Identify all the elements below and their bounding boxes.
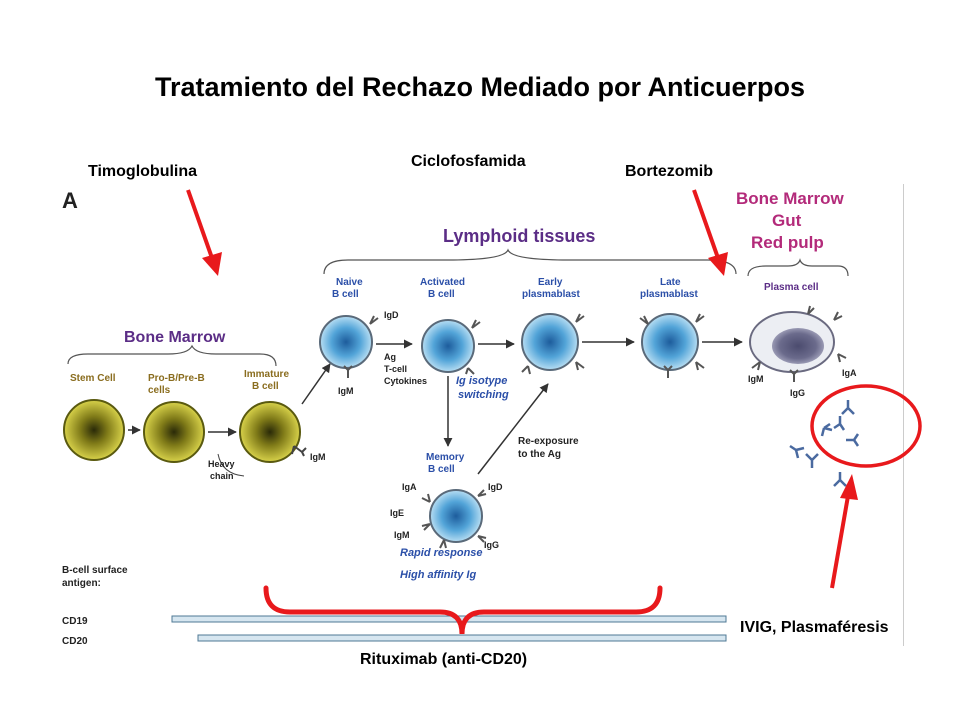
stem-cell xyxy=(63,399,125,461)
free-antibodies xyxy=(789,400,860,487)
memory-label-2: B cell xyxy=(428,464,455,475)
rapid-response-note: Rapid response xyxy=(400,547,483,559)
drug-label-ivig: IVIG, Plasmaféresis xyxy=(740,619,889,636)
immature-b-cell xyxy=(239,401,301,463)
memory-iga-label: IgA xyxy=(402,482,417,492)
cytokines-note: Cytokines xyxy=(384,376,427,386)
immature-label-1: Immature xyxy=(244,369,289,380)
activated-label-1: Activated xyxy=(420,277,465,288)
timoglobulina-arrow-shaft xyxy=(186,189,214,259)
pro-b-label-2: cells xyxy=(148,385,171,396)
ivig-arrow-head xyxy=(840,474,858,500)
memory-igm-label: IgM xyxy=(394,530,410,540)
cd19-label: CD19 xyxy=(62,616,88,627)
plasma-cell-label: Plasma cell xyxy=(764,282,819,293)
plasma-igg-label: IgG xyxy=(790,388,805,398)
drug-label-ciclofosfamida: Ciclofosfamida xyxy=(411,153,526,170)
cd19-bar xyxy=(171,615,727,623)
high-affinity-note: High affinity Ig xyxy=(400,569,476,581)
memory-igg-label: IgG xyxy=(484,540,499,550)
naive-igd-label: IgD xyxy=(384,310,399,320)
activated-label-2: B cell xyxy=(428,289,455,300)
late-label-2: plasmablast xyxy=(640,289,698,300)
memory-b-cell xyxy=(429,489,483,543)
drug-label-rituximab: Rituximab (anti-CD20) xyxy=(360,651,528,668)
bone-marrow-right-label: Bone Marrow xyxy=(736,189,844,208)
timoglobulina-arrow-head xyxy=(202,252,222,276)
naive-label-2: B cell xyxy=(332,289,359,300)
cd20-label: CD20 xyxy=(62,636,88,646)
bone-marrow-left-brace xyxy=(67,344,277,367)
early-label-1: Early xyxy=(538,277,563,288)
rituximab-bracket xyxy=(263,585,663,635)
memory-label-1: Memory xyxy=(426,452,465,463)
isotype-note-2: switching xyxy=(458,389,509,401)
tcell-note: T-cell xyxy=(384,364,407,374)
pro-b-cell xyxy=(143,401,205,463)
heavy-chain-pointer xyxy=(217,453,245,477)
naive-label-1: Naive xyxy=(336,277,363,288)
plasma-igm-label: IgM xyxy=(748,374,764,384)
naive-igm-label: IgM xyxy=(338,386,354,396)
plasma-iga-label: IgA xyxy=(842,368,857,378)
immature-igm-receptor xyxy=(291,445,307,457)
bortezomib-arrow-shaft xyxy=(692,189,720,259)
gut-label: Gut xyxy=(772,211,802,230)
immature-label-2: B cell xyxy=(252,381,279,392)
panel-letter: A xyxy=(62,188,78,213)
memory-igd-label: IgD xyxy=(488,482,503,492)
bone-marrow-left-label: Bone Marrow xyxy=(124,329,226,346)
immature-igm-label: IgM xyxy=(310,452,326,462)
late-label-1: Late xyxy=(660,277,681,288)
bortezomib-arrow-head xyxy=(708,252,728,276)
ivig-arrow-shaft xyxy=(830,495,850,589)
antibody-receptors xyxy=(343,305,847,549)
arrow-memory-reexposure xyxy=(477,383,549,475)
plasma-brace xyxy=(747,258,849,277)
ag-note: Ag xyxy=(384,352,396,362)
late-plasmablast xyxy=(641,313,699,371)
heavy-chain-label-1: Heavy xyxy=(208,459,235,469)
stem-cell-label: Stem Cell xyxy=(70,373,116,384)
pro-b-label-1: Pro-B/Pre-B xyxy=(148,373,205,384)
activated-b-cell xyxy=(421,319,475,373)
reexposure-note-1: Re-exposure xyxy=(518,436,579,447)
memory-ige-label: IgE xyxy=(390,508,404,518)
drug-label-bortezomib: Bortezomib xyxy=(625,163,713,180)
slide-title: Tratamiento del Rechazo Mediado por Anti… xyxy=(154,72,806,102)
lymphoid-tissues-label: Lymphoid tissues xyxy=(443,226,595,246)
antibody-circle xyxy=(810,384,922,468)
cd20-bar xyxy=(197,634,727,642)
red-pulp-label: Red pulp xyxy=(751,233,824,252)
plasma-cell-nucleus xyxy=(772,328,824,364)
heavy-chain-label-2: chain xyxy=(210,471,234,481)
early-plasmablast xyxy=(521,313,579,371)
isotype-note-1: Ig isotype xyxy=(456,375,507,387)
drug-label-timoglobulina: Timoglobulina xyxy=(88,163,198,180)
early-label-2: plasmablast xyxy=(522,289,580,300)
arrow-immature-to-naive xyxy=(301,363,331,405)
surface-antigen-label-2: antigen: xyxy=(62,578,101,589)
reexposure-note-2: to the Ag xyxy=(518,449,561,460)
surface-antigen-label-1: B-cell surface xyxy=(62,565,128,576)
